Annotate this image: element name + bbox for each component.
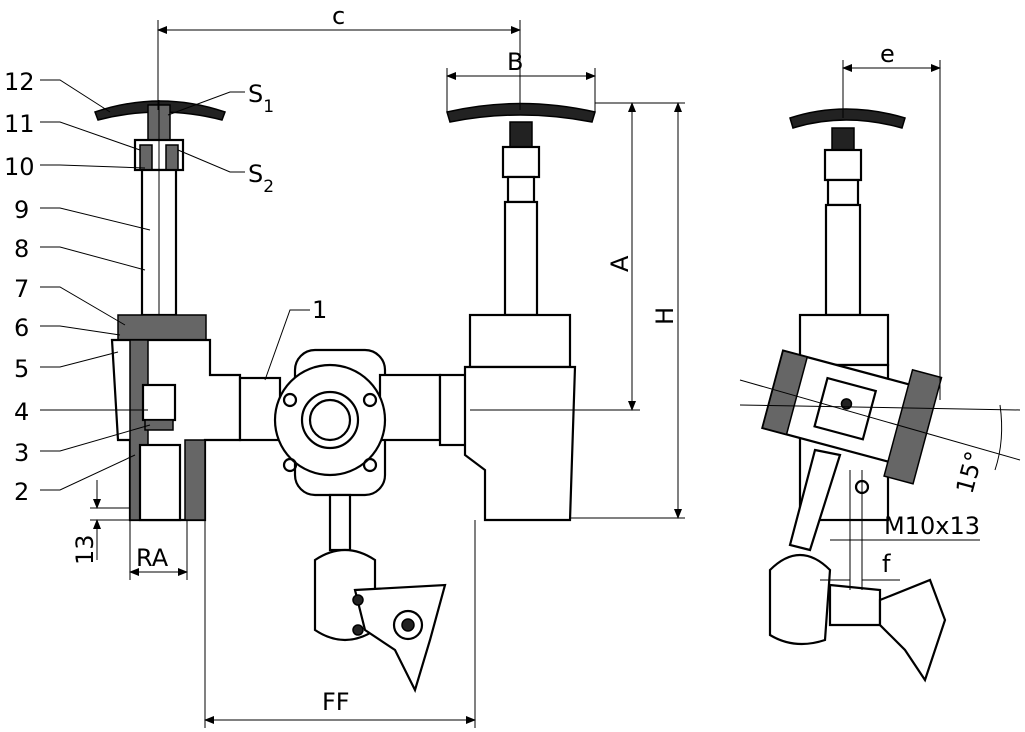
dim-c: c: [332, 2, 345, 30]
leader-lines: [40, 79, 310, 491]
part-labels: 12 11 10 9 8 7 6 5 4 3 2 1 S1 S2: [4, 68, 327, 506]
dim-angle: 15°: [951, 448, 989, 496]
label-part-4: 4: [14, 398, 29, 426]
right-valve-front: [438, 102, 596, 522]
center-flange: [238, 348, 447, 693]
dim-ra: RA: [136, 544, 169, 572]
left-valve-section: [94, 100, 242, 522]
label-s1: S1: [248, 80, 274, 117]
dim-b: B: [507, 48, 523, 76]
dim-thread: M10x13: [884, 512, 980, 540]
dim-h: H: [651, 307, 679, 325]
dim-e: e: [880, 40, 895, 68]
label-part-8: 8: [14, 235, 29, 263]
label-s2: S2: [248, 160, 274, 197]
dim-13: 13: [71, 534, 99, 565]
dim-a: A: [606, 255, 634, 272]
label-part-3: 3: [14, 439, 29, 467]
label-part-1: 1: [312, 296, 327, 324]
dim-ff: FF: [322, 688, 350, 716]
dimension-lines: [90, 20, 1003, 728]
label-part-6: 6: [14, 314, 29, 342]
label-part-12: 12: [4, 68, 35, 96]
label-part-9: 9: [14, 196, 29, 224]
dim-f: f: [882, 550, 891, 578]
dimension-labels: c B e A H 13 RA FF M10x13 f 15°: [71, 2, 989, 716]
side-view: [739, 108, 1021, 683]
label-part-7: 7: [14, 275, 29, 303]
label-part-5: 5: [14, 355, 29, 383]
label-part-10: 10: [4, 153, 35, 181]
label-part-2: 2: [14, 478, 29, 506]
label-part-11: 11: [4, 110, 35, 138]
